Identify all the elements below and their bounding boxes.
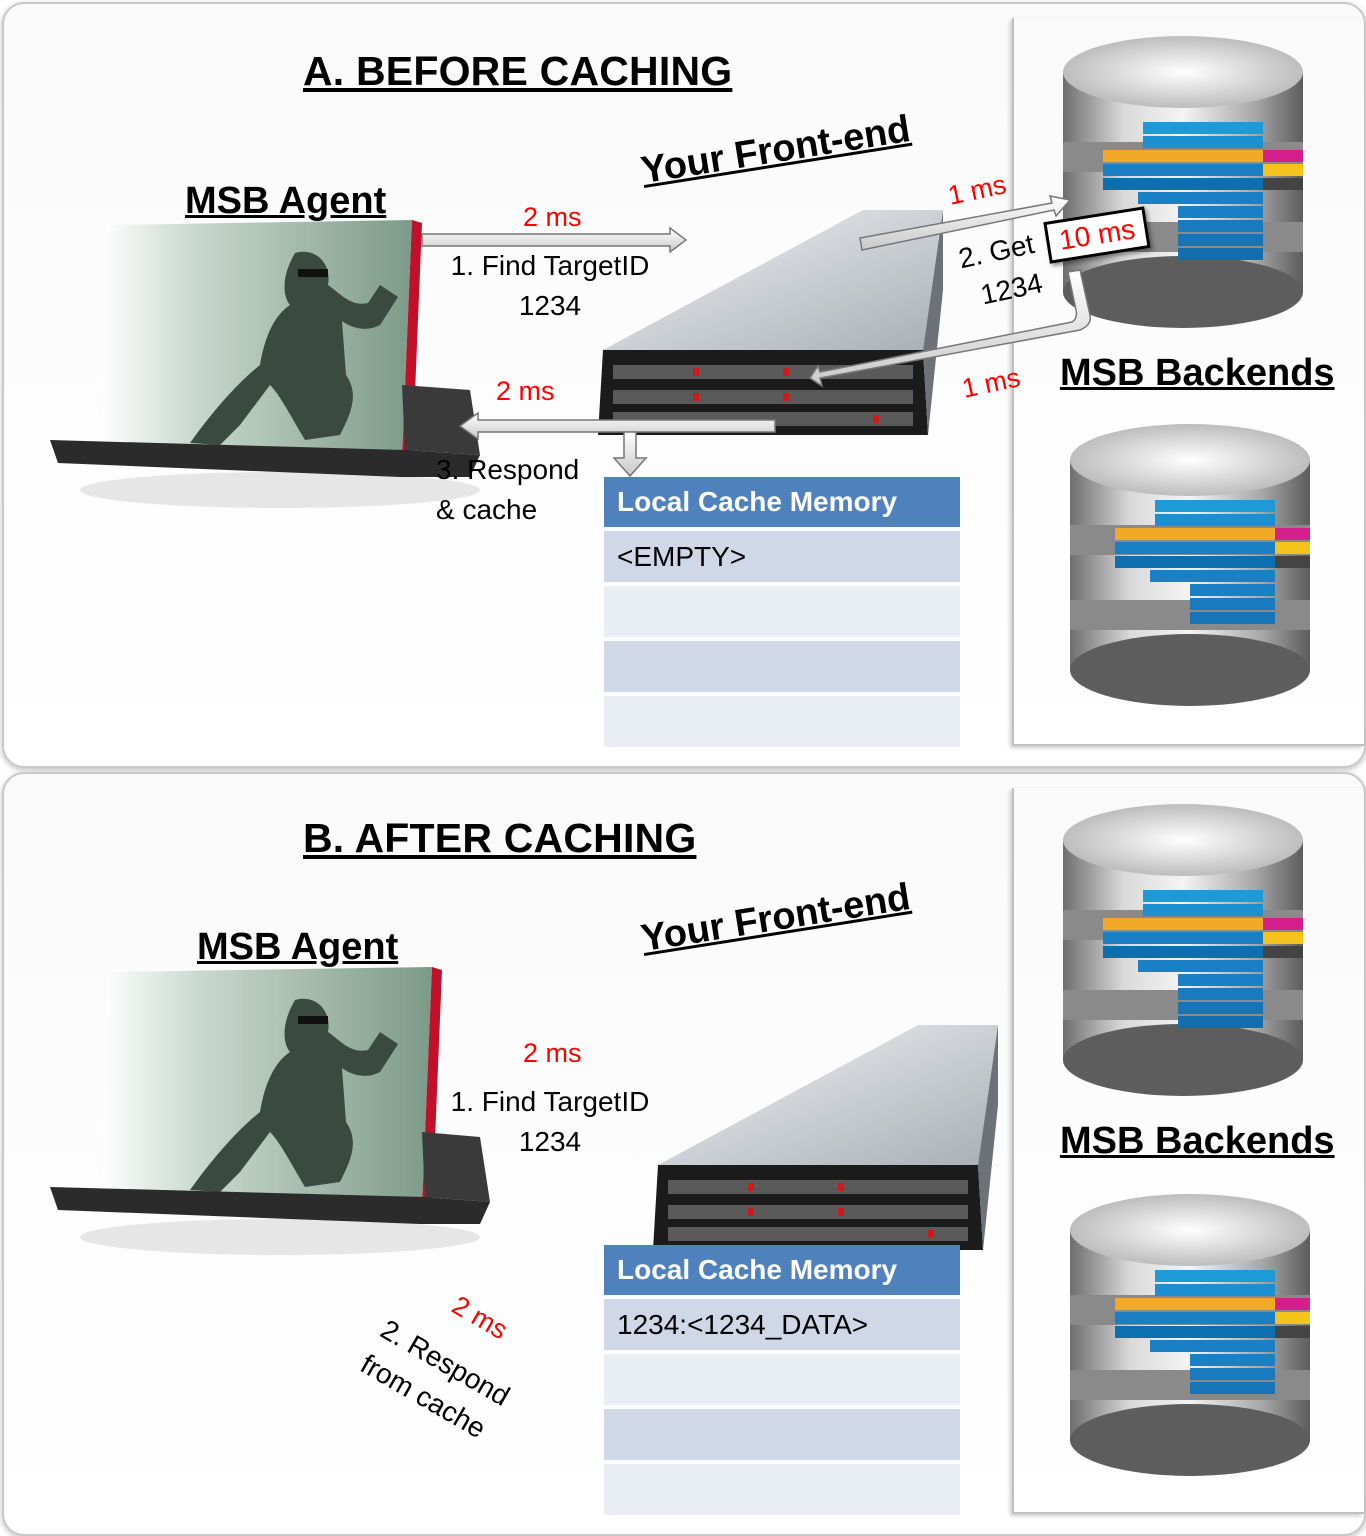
get-step: 2. Get 1234 — [955, 224, 1046, 318]
cache-row — [604, 696, 960, 747]
cache-write-arrow — [612, 431, 648, 478]
request-step-line1: 1. Find TargetID — [450, 250, 650, 281]
section-a-title: A. BEFORE CACHING — [303, 48, 733, 94]
backend-response-arrow — [808, 269, 1092, 388]
respond-step-a: 3. Respond & cache — [436, 450, 579, 530]
cache-row — [604, 1409, 960, 1460]
laptop-agent-icon — [50, 967, 490, 1255]
cache-row — [604, 1354, 960, 1405]
cache-row: <EMPTY> — [604, 531, 960, 582]
database-icon — [1063, 36, 1303, 328]
request-step-b: 1. Find TargetID 1234 — [440, 1082, 660, 1162]
response-time-a: 2 ms — [496, 376, 555, 406]
rack-server-icon — [598, 210, 943, 435]
request-step-line2: 1234 — [518, 290, 582, 321]
backends-column-b — [1012, 788, 1364, 1514]
backends-column-a — [1012, 18, 1364, 746]
laptop-agent-icon — [50, 220, 480, 508]
request-step-line2: 1234 — [518, 1126, 582, 1157]
cache-row: 1234:<1234_DATA> — [604, 1299, 960, 1350]
database-icon — [1063, 804, 1303, 1096]
respond-step-line1: 3. Respond — [436, 454, 580, 485]
cache-row — [604, 586, 960, 637]
request-arrow-a — [421, 226, 688, 254]
response-arrow-a — [458, 411, 776, 441]
msb-agent-label-a: MSB Agent — [185, 180, 387, 222]
cache-row — [604, 641, 960, 692]
section-b-title: B. AFTER CACHING — [303, 815, 697, 861]
msb-backends-label-a: MSB Backends — [1060, 352, 1335, 394]
cache-table-b: Local Cache Memory 1234:<1234_DATA> — [604, 1245, 960, 1519]
request-time-a: 2 ms — [523, 202, 582, 232]
cache-header: Local Cache Memory — [604, 1245, 960, 1295]
cache-row — [604, 1464, 960, 1515]
msb-agent-label-b: MSB Agent — [197, 926, 399, 968]
cache-header: Local Cache Memory — [604, 477, 960, 527]
respond-step-line2: & cache — [436, 494, 538, 525]
msb-backends-label-b: MSB Backends — [1060, 1120, 1335, 1162]
request-time-b: 2 ms — [523, 1038, 582, 1068]
backend-request-arrow — [859, 195, 1072, 251]
rack-server-icon — [653, 1025, 998, 1250]
request-step-line1: 1. Find TargetID — [450, 1086, 650, 1117]
database-icon — [1070, 424, 1310, 706]
request-step-a: 1. Find TargetID 1234 — [440, 246, 660, 326]
cache-table-a: Local Cache Memory <EMPTY> — [604, 477, 960, 751]
database-icon — [1070, 1194, 1310, 1476]
